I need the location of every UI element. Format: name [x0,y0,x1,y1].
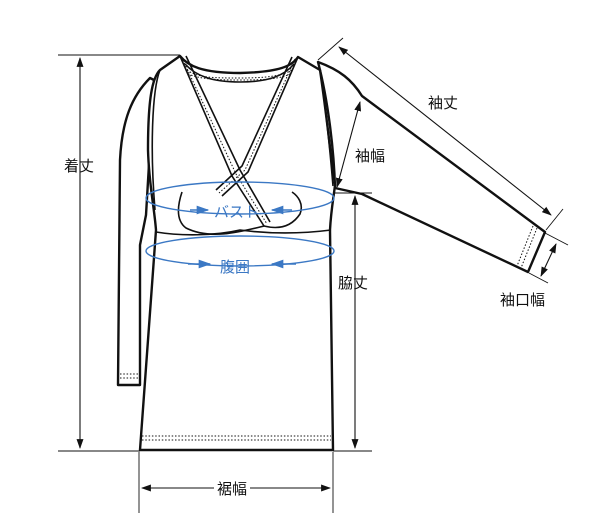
cuff-width-label: 袖口幅 [500,291,546,309]
sleeve-width-label: 袖幅 [355,147,386,165]
bust-ellipse [145,181,335,215]
sleeve-length-label: 袖丈 [428,94,459,112]
right-wrap-band [221,56,299,197]
right-wrap-stitch [218,58,296,194]
cuff-dimension-line [540,243,557,277]
left-wrap-edge [185,55,271,223]
sleeve-length-dimension-line [338,46,552,216]
right-cuff-stitch [516,225,534,267]
right-armhole-seam [319,69,334,187]
bust-label: バスト [214,203,260,221]
bust-seam [177,191,303,236]
hem-width-label: 裾幅 [214,478,251,499]
cuff-ext-top [544,232,569,246]
underbust-seam [155,229,332,236]
side-length-label: 脇丈 [338,274,369,292]
waist-ellipse [145,235,335,267]
cuff-ext-bottom [528,272,549,284]
sleeve-length-ext-top [317,37,344,61]
left-sleeve [116,76,156,387]
sleeve-length-ext-bottom [545,208,564,231]
left-armhole-seam [151,69,161,211]
neck-rib-stitch [186,69,293,79]
length-label: 着丈 [64,157,95,175]
sleeve-width-dimension-line [335,101,362,188]
garment-body [138,54,337,452]
neck-rib [184,63,295,83]
left-wrap-stitch [182,59,268,225]
right-cuff-stitch-2 [520,227,538,269]
waist-label: 腹囲 [220,258,251,276]
